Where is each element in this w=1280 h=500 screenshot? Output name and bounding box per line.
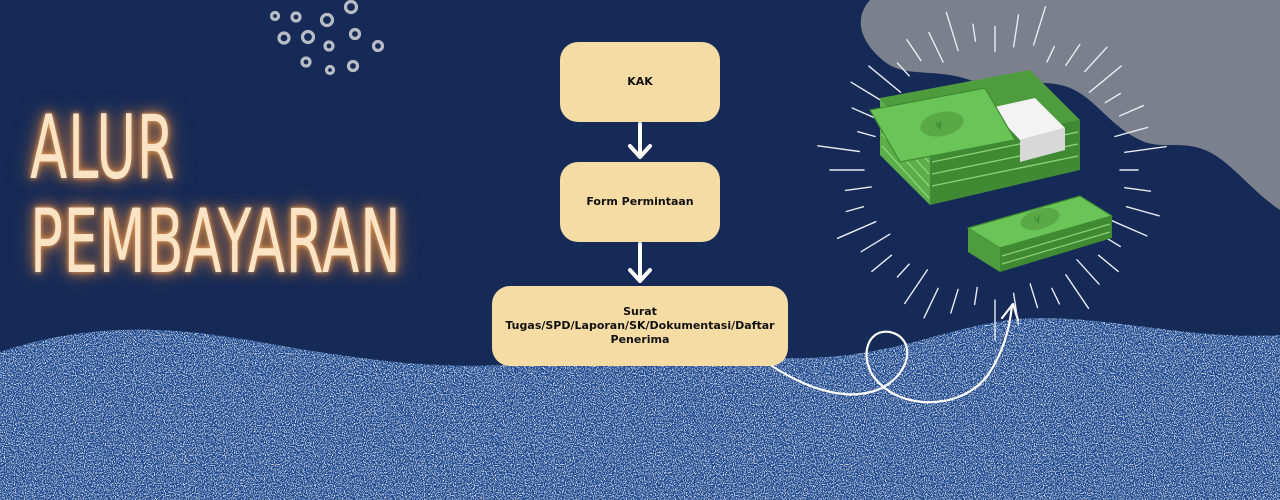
gray-brush-shape <box>860 0 1280 210</box>
flow-step-surat-line-2: Tugas/SPD/Laporan/SK/Dokumentasi/Daftar <box>505 318 775 332</box>
flow-step-kak: KAK <box>560 42 720 122</box>
flow-step-surat-line-1: Surat <box>623 304 657 318</box>
title-line-1: ALUR <box>30 96 176 199</box>
flow-step-form-permintaan: Form Permintaan <box>560 162 720 242</box>
flow-step-surat: Surat Tugas/SPD/Laporan/SK/Dokumentasi/D… <box>492 286 788 366</box>
decorative-dots <box>269 0 385 76</box>
title-line-2: PEMBAYARAN <box>30 190 402 293</box>
flow-step-surat-line-3: Penerima <box>610 333 670 347</box>
